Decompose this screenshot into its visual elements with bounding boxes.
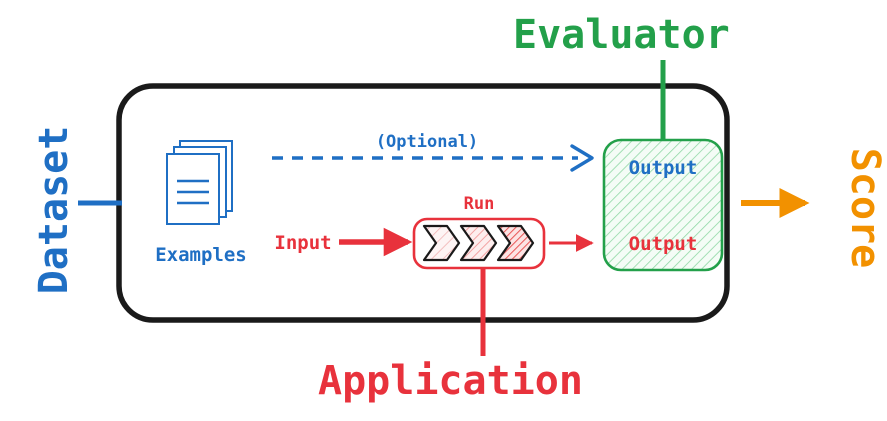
evaluator-label-text: Evaluator	[513, 12, 730, 58]
input-label-text: Input	[274, 232, 332, 254]
run-label: Run	[449, 192, 509, 216]
output-bottom-label-text: Output	[628, 233, 698, 255]
application-label: Application	[318, 357, 718, 405]
documents-stack-icon	[166, 140, 233, 225]
dataset-label: Dataset	[31, 110, 77, 310]
output-top-label-text: Output	[628, 157, 698, 179]
examples-label-text: Examples	[155, 244, 247, 266]
dashed-arrow-right-icon	[272, 144, 594, 172]
run-label-text: Run	[463, 194, 495, 214]
application-label-text: Application	[318, 358, 583, 404]
output-bottom-label: Output	[604, 231, 722, 257]
evaluator-output-box	[602, 138, 724, 272]
chevron-pipeline-icon	[422, 224, 535, 262]
dataset-label-text: Dataset	[31, 125, 77, 295]
score-label-text: Score	[842, 147, 887, 269]
score-label: Score	[842, 128, 887, 288]
evaluator-label: Evaluator	[513, 12, 813, 58]
optional-label-text: (Optional)	[375, 132, 479, 152]
input-label: Input	[268, 230, 338, 256]
examples-label: Examples	[146, 242, 256, 268]
optional-label: (Optional)	[357, 130, 497, 154]
output-top-label: Output	[604, 155, 722, 181]
